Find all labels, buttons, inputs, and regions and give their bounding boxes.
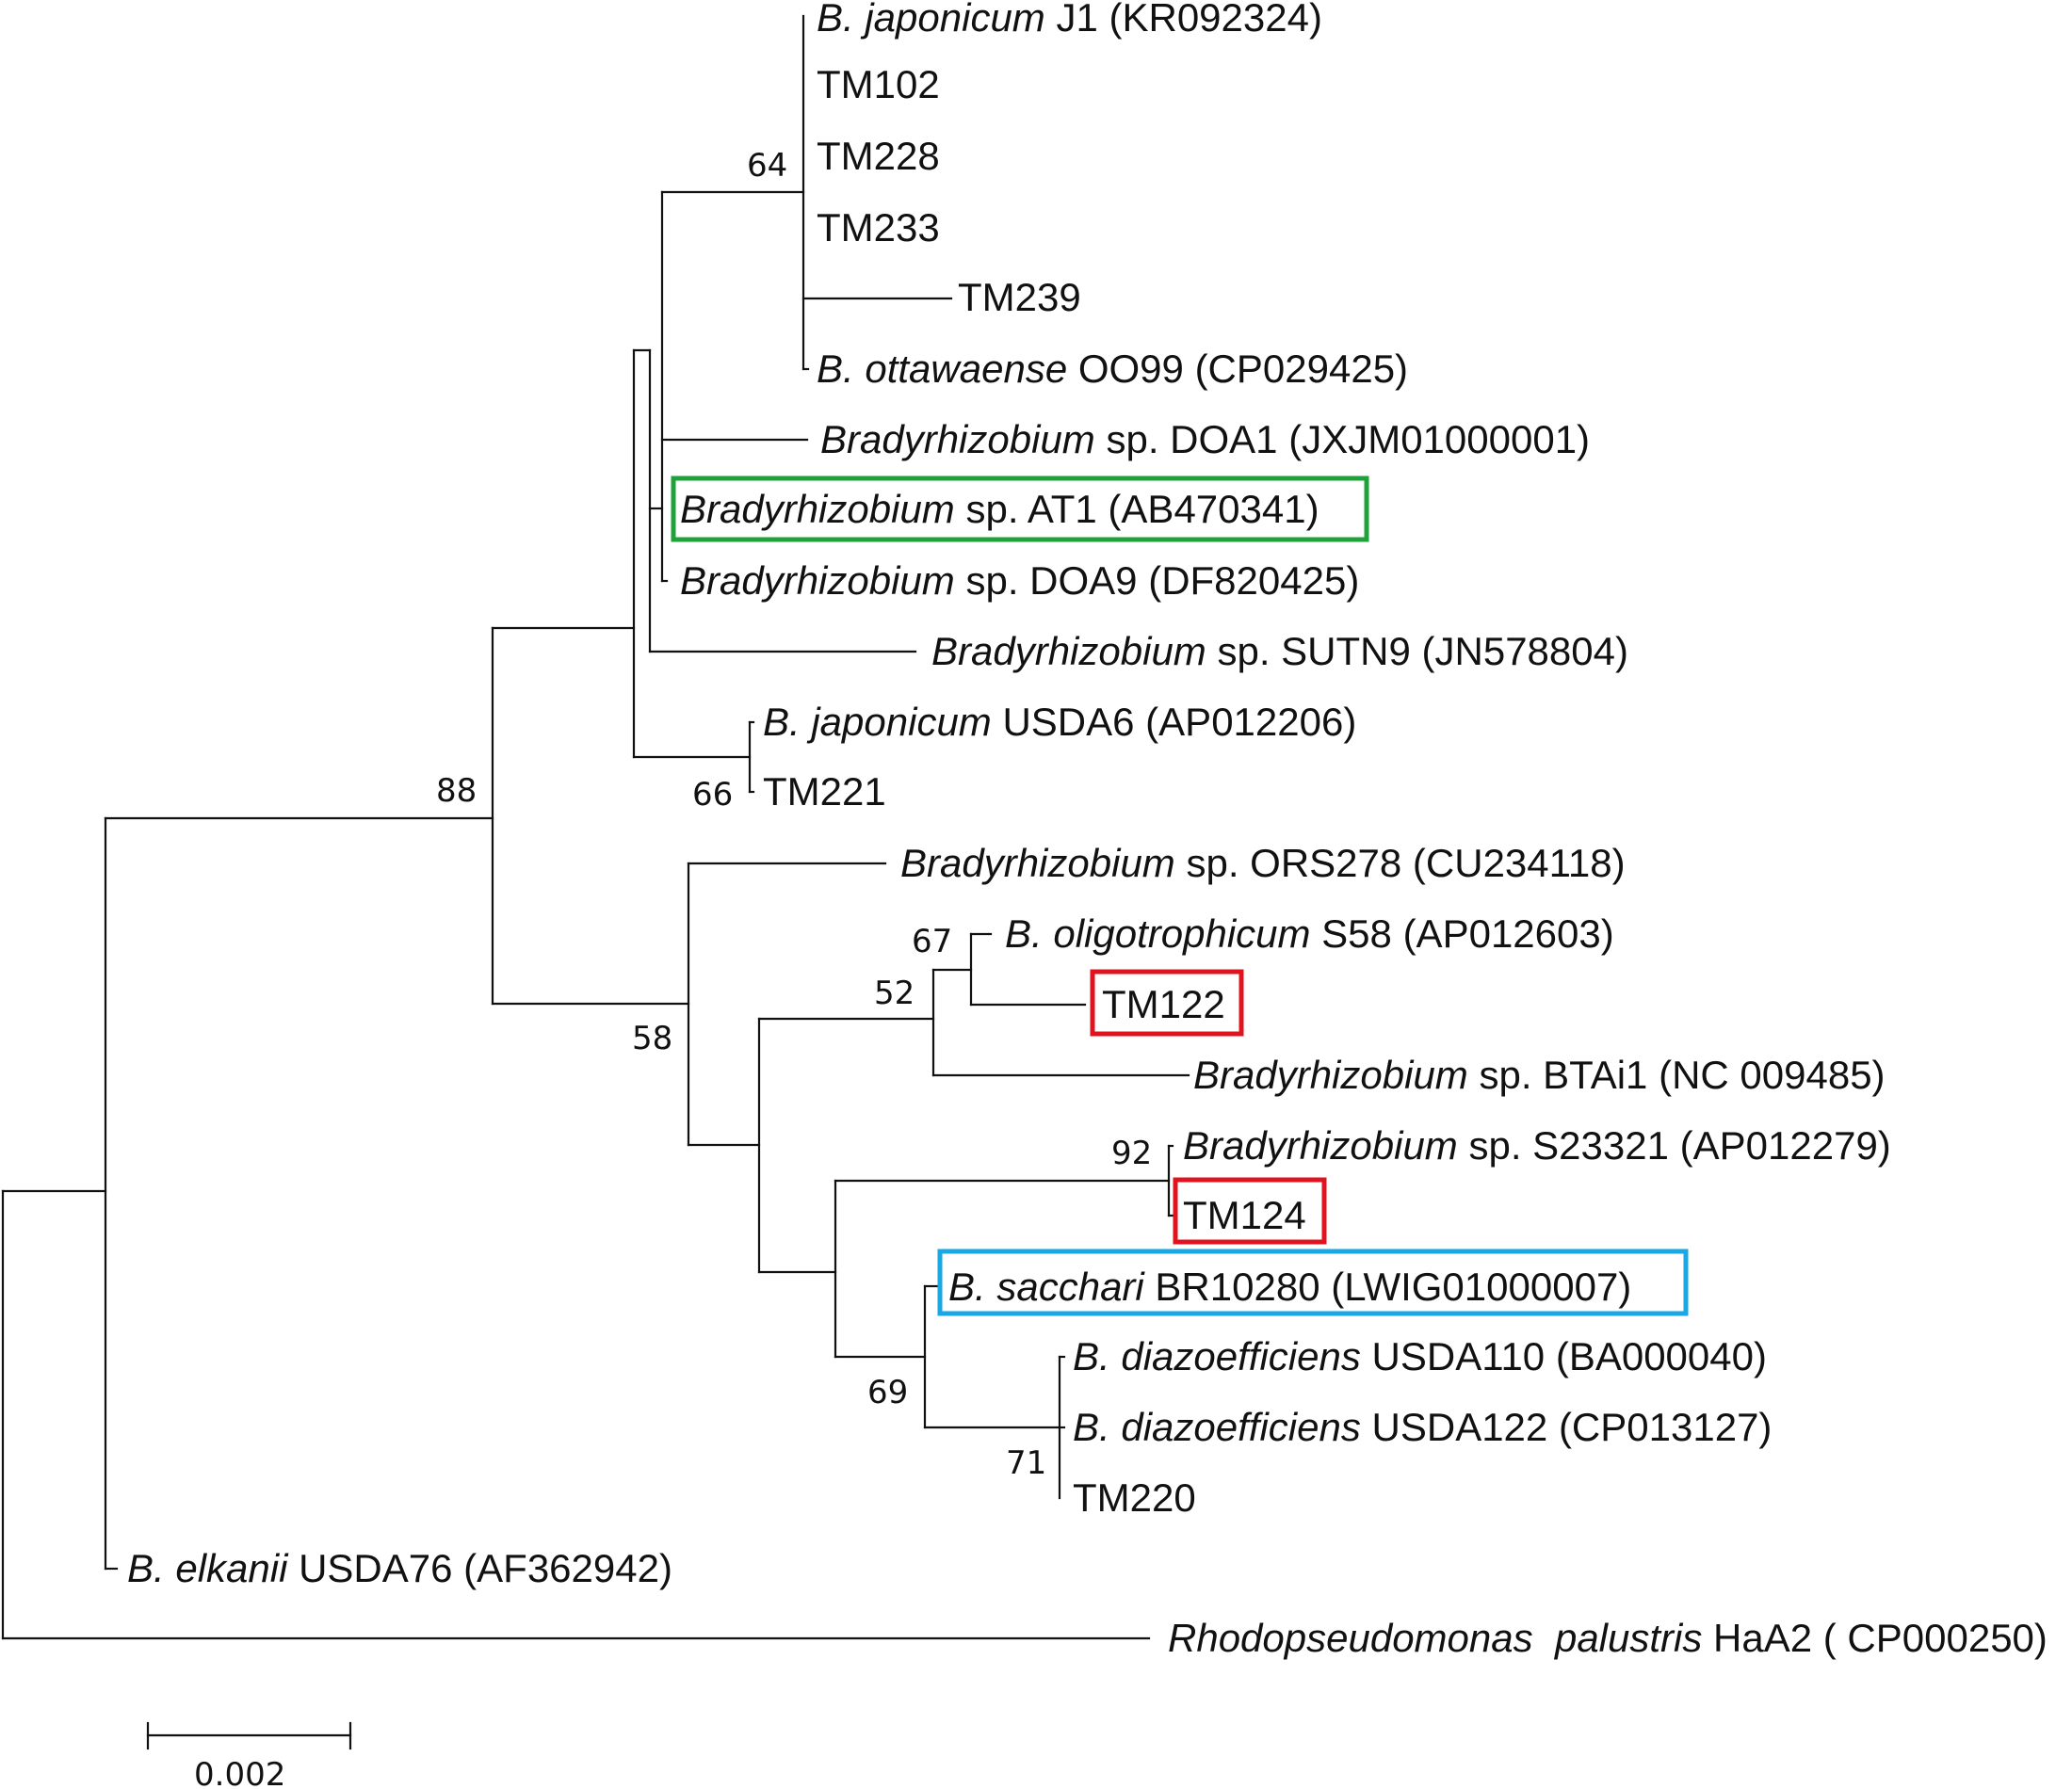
leaf-sutn9: Bradyrhizobium sp. SUTN9 (JN578804) (931, 629, 1628, 673)
leaf-b-diazoefficiens-usda122: B. diazoefficiens USDA122 (CP013127) (1073, 1405, 1772, 1449)
leaf-labels: B. japonicum J1 (KR092324) TM102 TM228 T… (127, 0, 2048, 1660)
leaf-doa1: Bradyrhizobium sp. DOA1 (JXJM01000001) (820, 417, 1590, 461)
leaf-b-sacchari: B. sacchari BR10280 (LWIG01000007) (948, 1265, 1631, 1309)
leaf-ors278: Bradyrhizobium sp. ORS278 (CU234118) (900, 841, 1626, 885)
support-value-58: 58 (632, 1020, 672, 1057)
leaf-b-elkanii: B. elkanii USDA76 (AF362942) (127, 1546, 672, 1590)
leaf-tm233: TM233 (817, 205, 940, 250)
scale-bar-label: 0.002 (194, 1756, 285, 1789)
leaf-tm221: TM221 (763, 769, 886, 814)
support-value-92: 92 (1111, 1135, 1152, 1172)
highlight-box-at1 (671, 475, 1369, 542)
leaf-s23321: Bradyrhizobium sp. S23321 (AP012279) (1183, 1123, 1891, 1168)
leaf-b-japonicum-j1: B. japonicum J1 (KR092324) (817, 0, 1322, 40)
leaf-tm102: TM102 (817, 62, 940, 106)
leaf-tm228: TM228 (817, 134, 940, 178)
tree-branches (1, 14, 1190, 1640)
highlight-boxes (671, 475, 1689, 1316)
highlight-box-tm122 (1090, 969, 1244, 1037)
support-value-66: 66 (692, 776, 733, 814)
support-value-64: 64 (747, 147, 787, 185)
leaf-b-ottawaense: B. ottawaense OO99 (CP029425) (817, 347, 1408, 391)
support-value-88: 88 (436, 772, 477, 810)
leaf-b-diazoefficiens-usda110: B. diazoefficiens USDA110 (BA000040) (1073, 1334, 1767, 1378)
highlight-box-sacchari (937, 1249, 1689, 1316)
leaf-rhodopseudomonas-palustris: Rhodopseudomonas palustris HaA2 ( CP0002… (1168, 1616, 2048, 1660)
leaf-btai1: Bradyrhizobium sp. BTAi1 (NC 009485) (1193, 1053, 1886, 1097)
leaf-tm124: TM124 (1183, 1193, 1306, 1237)
leaf-b-japonicum-usda6: B. japonicum USDA6 (AP012206) (763, 700, 1356, 744)
leaf-doa9: Bradyrhizobium sp. DOA9 (DF820425) (680, 558, 1359, 603)
support-value-71: 71 (1006, 1444, 1046, 1482)
leaf-tm239: TM239 (958, 275, 1081, 319)
support-value-52: 52 (874, 975, 915, 1012)
support-values: 64 66 88 67 52 58 92 69 71 (436, 147, 1152, 1482)
highlight-box-tm124 (1173, 1177, 1327, 1245)
support-value-69: 69 (867, 1374, 908, 1411)
support-value-67: 67 (912, 923, 952, 960)
leaf-b-oligotrophicum: B. oligotrophicum S58 (AP012603) (1005, 911, 1614, 956)
leaf-tm122: TM122 (1102, 982, 1225, 1026)
leaf-at1: Bradyrhizobium sp. AT1 (AB470341) (680, 487, 1319, 531)
leaf-tm220: TM220 (1073, 1475, 1196, 1520)
scale-bar: 0.002 (146, 1721, 352, 1789)
